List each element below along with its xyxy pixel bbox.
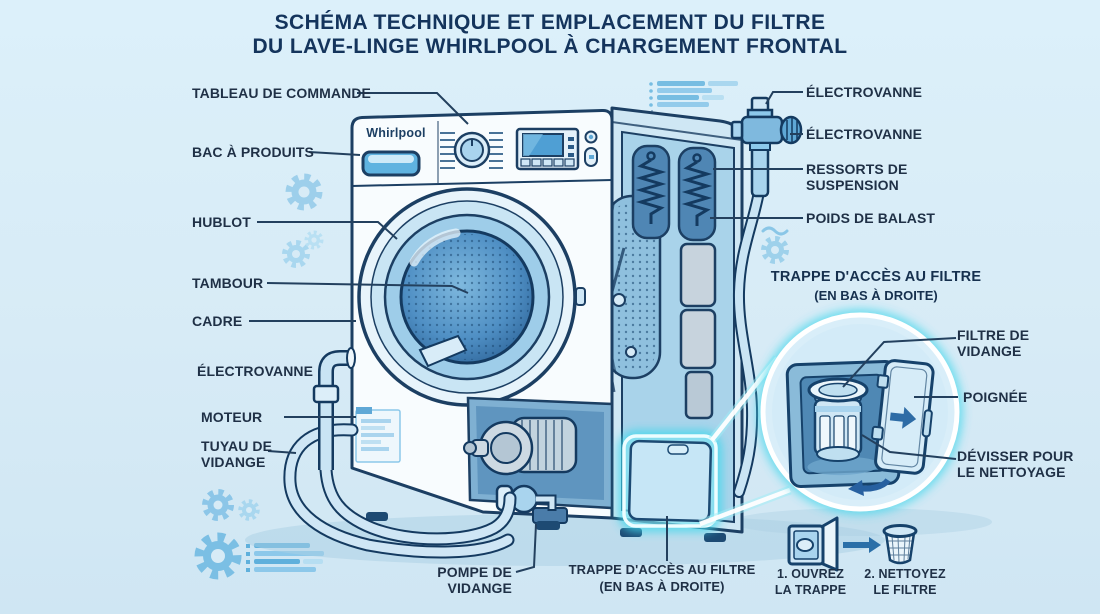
machine-feet [366,512,726,542]
inset-title: TRAPPE D'ACCÈS AU FILTRE [770,269,982,285]
drain-hoses [283,347,517,559]
label-detergent-drawer: BAC À PRODUITS [192,144,314,160]
drain-filter [807,377,869,462]
gear-icon [304,230,324,250]
arrow-right-icon [843,537,881,553]
inset-subtitle: (EN BAS À DROITE) [814,288,938,303]
label-control-panel: TABLEAU DE COMMANDE [192,85,371,101]
rating-plate [355,407,401,463]
gear-icon [285,173,323,211]
gear-icon [282,240,310,268]
label-drain-filter: FILTRE DE VIDANGE [957,327,1030,360]
drum [399,228,535,368]
gear-icon [194,532,242,580]
label-drain-pump: POMPE DE VIDANGE [437,564,512,597]
program-knob [440,131,503,169]
label-valve-top: ÉLECTROVANNE [806,84,923,100]
drum-side [604,194,662,380]
label-motor: MOTEUR [201,409,263,425]
inlet-valve [730,96,803,498]
porthole-door [357,187,586,407]
solenoid-pipe [312,347,356,470]
power-button [584,130,598,167]
motor [463,416,578,476]
diagram-title-line2: DU LAVE-LINGE WHIRLPOOL À CHARGEMENT FRO… [252,35,848,58]
label-drain-hose: TUYAU DE VIDANGE [201,438,273,471]
filter-icon [882,524,918,565]
step-1-label: 1. OUVREZ LA TRAPPE [774,567,847,597]
label-trap-bottom-line2: (EN BAS À DROITE) [599,579,725,594]
diagram-title-line1: SCHÉMA TECHNIQUE ET EMPLACEMENT DU FILTR… [274,11,826,34]
label-solenoid-left: ÉLECTROVANNE [197,363,314,379]
leader-lines [249,91,958,573]
open-trap-icon [787,516,839,572]
washing-machine-cutaway [554,106,744,534]
label-unscrew: DÉVISSER POUR LE NETTOYAGE [957,448,1074,481]
gear-icon [202,489,234,521]
label-ballast: POIDS DE BALAST [806,210,936,226]
magnifier-inset [698,310,962,529]
ballast-weights [679,242,717,420]
door-latch [575,287,586,306]
inset-door [871,359,935,475]
display-screen [515,127,580,171]
label-trap-bottom-line1: TRAPPE D'ACCÈS AU FILTRE [568,562,756,577]
suspension-springs [631,144,717,242]
waves-icon [761,226,789,236]
gear-icon [238,499,260,521]
label-handle: POIGNÉE [963,389,1028,405]
label-springs: RESSORTS DE SUSPENSION [806,161,908,194]
curved-arrow-icon [848,478,891,496]
filter-access-door [619,431,721,531]
label-porthole: HUBLOT [192,214,251,230]
detergent-drawer [361,150,421,177]
label-frame: CADRE [192,313,243,329]
arrow-right-icon [889,406,917,429]
step-2-label: 2. NETTOYEZ LE FILTRE [864,567,946,597]
motor-bay [463,396,614,524]
brand-logo: Whirlpool [366,126,426,140]
gear-icon [761,236,789,264]
label-drum: TAMBOUR [192,275,264,291]
label-valve-side: ÉLECTROVANNE [806,126,923,142]
